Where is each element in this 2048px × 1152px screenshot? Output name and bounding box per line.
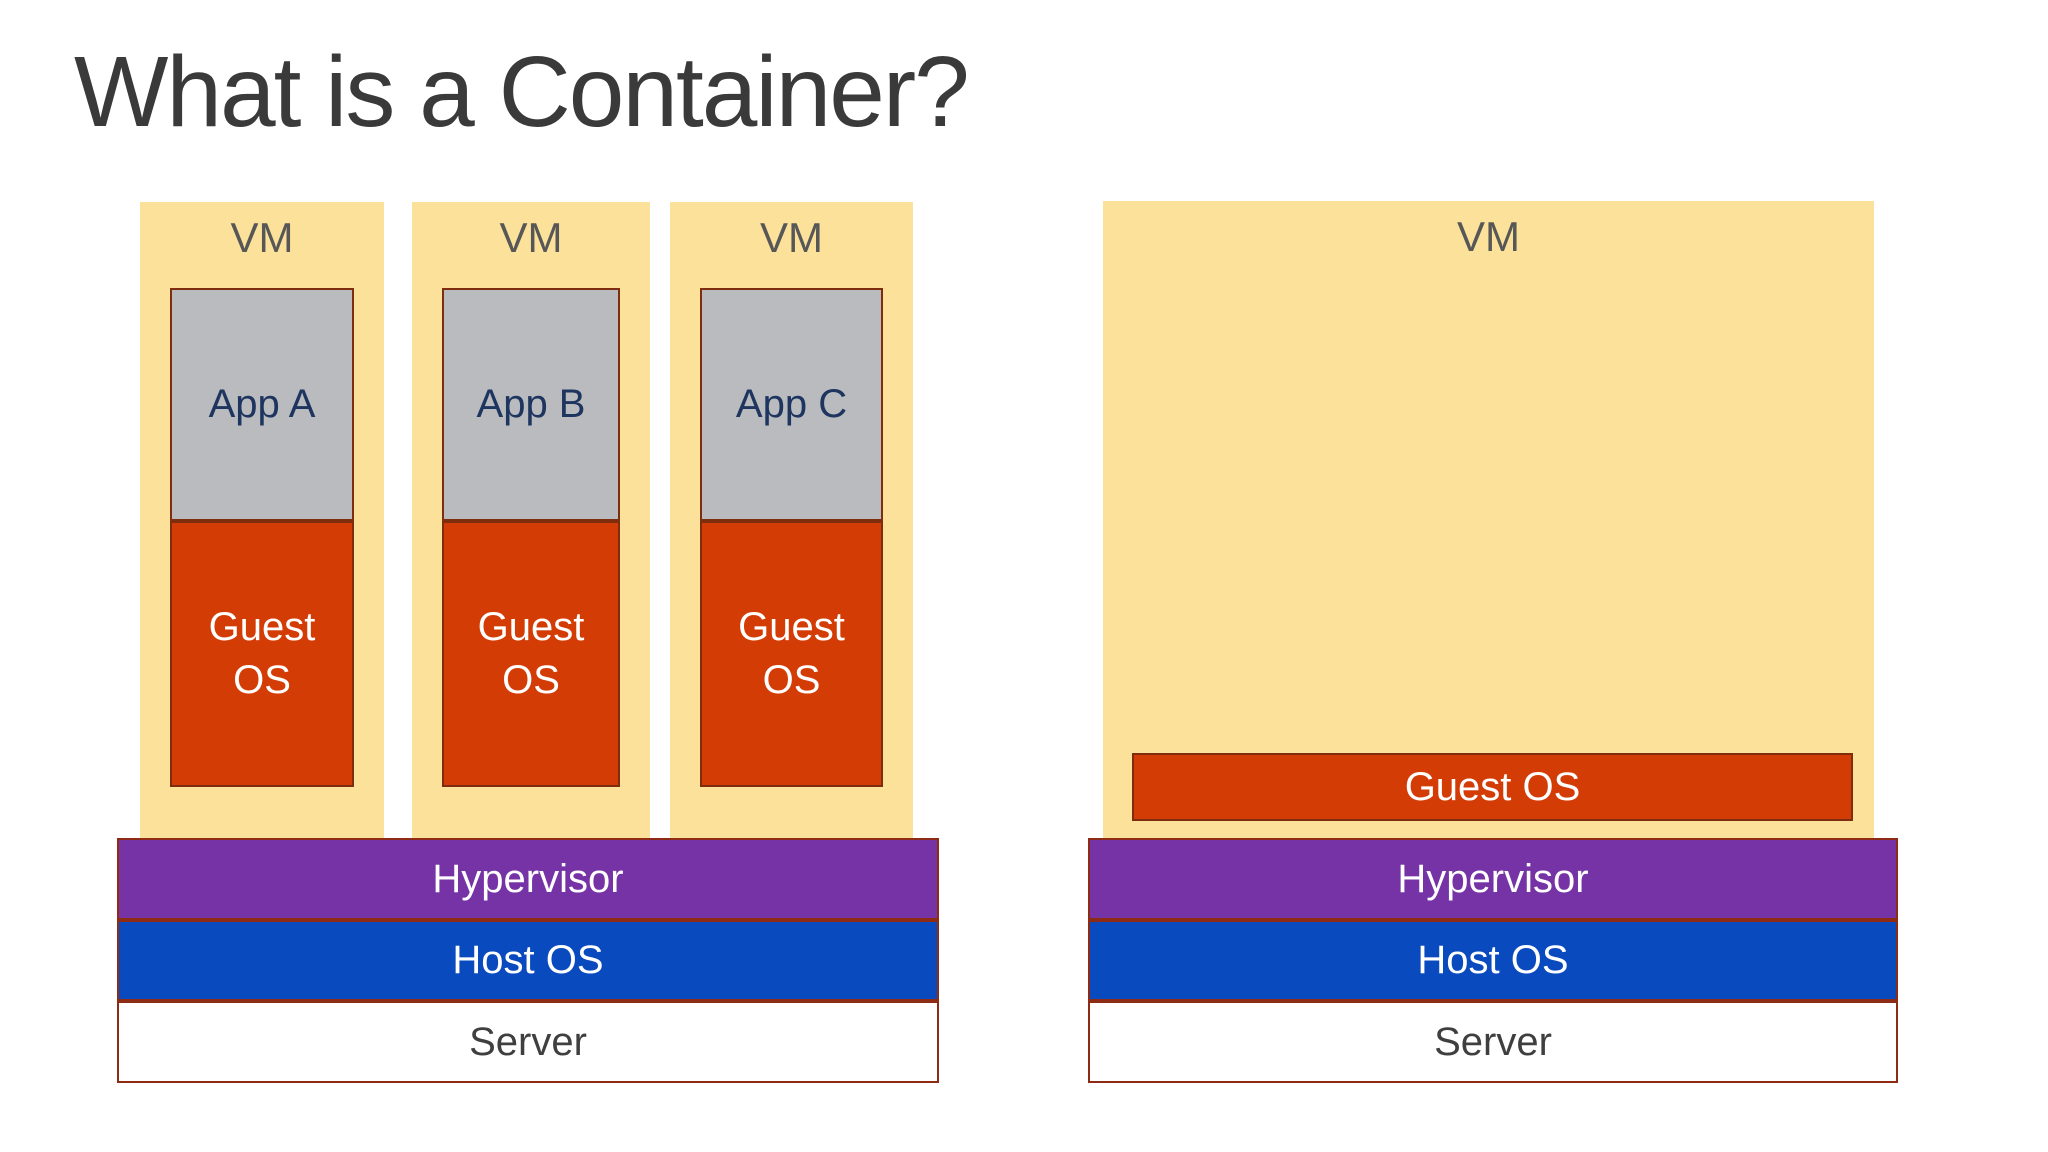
slide-title: What is a Container? bbox=[74, 36, 970, 148]
vm-label: VM bbox=[230, 214, 294, 261]
guest-os-line1: Guest bbox=[738, 605, 845, 650]
server-label: Server bbox=[469, 1019, 587, 1064]
vm-label: VM bbox=[499, 214, 563, 261]
hypervisor-label: Hypervisor bbox=[432, 856, 624, 901]
host-os-label: Host OS bbox=[1417, 938, 1569, 982]
guest-os-box: Guest OS bbox=[170, 521, 354, 787]
right-server-bar: Server bbox=[1088, 1001, 1898, 1083]
app-a-box: App A bbox=[170, 288, 354, 521]
app-c-label: App C bbox=[735, 382, 848, 426]
guest-os-line2: OS bbox=[233, 658, 291, 702]
right-hypervisor-bar: Hypervisor bbox=[1088, 838, 1898, 920]
guest-os-line1: Guest bbox=[477, 605, 585, 650]
guest-os-line2: OS bbox=[762, 658, 821, 702]
guest-os-line2: OS bbox=[502, 658, 560, 702]
left-server-bar: Server bbox=[117, 1001, 939, 1083]
app-b-label: App B bbox=[476, 382, 586, 426]
host-os-label: Host OS bbox=[452, 938, 604, 982]
vm-column-2: VM App B Guest OS bbox=[412, 202, 650, 838]
guest-os-label: Guest OS bbox=[1404, 764, 1581, 809]
app-b-box: App B bbox=[442, 288, 620, 521]
app-a-label: App A bbox=[208, 382, 316, 426]
guest-os-box: Guest OS bbox=[700, 521, 883, 787]
left-hypervisor-bar: Hypervisor bbox=[117, 838, 939, 920]
hypervisor-label: Hypervisor bbox=[1397, 856, 1589, 901]
server-label: Server bbox=[1434, 1019, 1552, 1064]
big-vm-box: VM Guest OS bbox=[1103, 201, 1874, 838]
guest-os-bar: Guest OS bbox=[1132, 753, 1853, 821]
guest-os-line1: Guest bbox=[208, 605, 316, 650]
vm-column-3: VM App C Guest OS bbox=[670, 202, 913, 838]
vm-label: VM bbox=[1457, 213, 1520, 260]
right-host-os-bar: Host OS bbox=[1088, 920, 1898, 1001]
vm-label: VM bbox=[760, 214, 823, 261]
app-c-box: App C bbox=[700, 288, 883, 521]
vm-column-1: VM App A Guest OS bbox=[140, 202, 384, 838]
guest-os-box: Guest OS bbox=[442, 521, 620, 787]
left-host-os-bar: Host OS bbox=[117, 920, 939, 1001]
